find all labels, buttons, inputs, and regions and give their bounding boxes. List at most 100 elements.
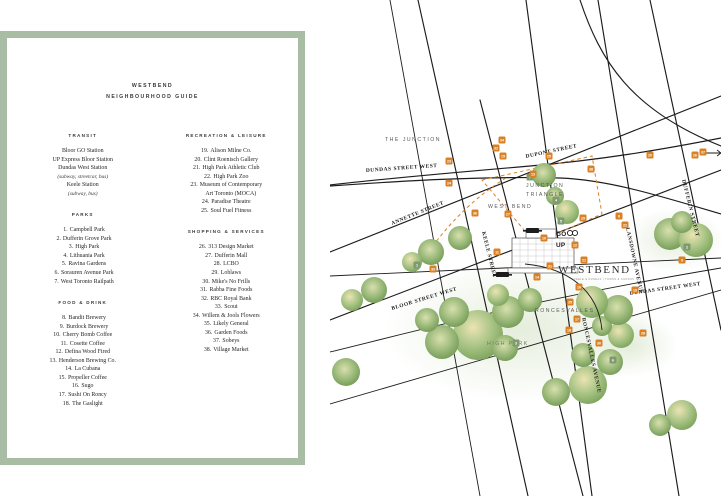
- list-item: 36.Garden Foods: [204, 329, 248, 336]
- map-marker[interactable]: 2: [683, 243, 691, 251]
- map-marker[interactable]: 30: [595, 339, 603, 347]
- list-item: 14.La Cubana: [65, 366, 101, 373]
- svg-text:10: 10: [542, 237, 546, 241]
- label-high-park: HIGH PARK: [487, 341, 529, 347]
- map-marker[interactable]: 24: [445, 179, 453, 187]
- road-dundas-west-north: [330, 137, 721, 186]
- list-item: 10.Cherry Bomb Coffee: [53, 332, 113, 339]
- map-page: GO UP WESTBEND KEELE & DUNDAS | TOWNS & …: [330, 0, 721, 496]
- list-item: 21.High Park Athletic Club: [193, 165, 260, 172]
- map-marker[interactable]: 20: [646, 151, 654, 159]
- list-item: 26.313 Design Market: [198, 244, 254, 251]
- svg-text:4: 4: [555, 199, 557, 203]
- guide-title-line-2: NEIGHBOURHOOD GUIDE: [106, 94, 199, 100]
- list-item: 2.Dufferin Grove Park: [56, 235, 112, 242]
- map-marker[interactable]: 34: [498, 136, 506, 144]
- map-marker[interactable]: 1: [413, 261, 421, 269]
- list-item: 7.West Toronto Railpath: [54, 278, 114, 285]
- section-list: 26.313 Design Market 27.Dufferin Mall 28…: [155, 243, 299, 354]
- svg-text:19: 19: [633, 289, 637, 293]
- section-heading: PARKS: [71, 212, 94, 218]
- svg-text:7: 7: [529, 176, 531, 180]
- label-the-junction: THE JUNCTION: [385, 137, 441, 143]
- map-marker[interactable]: 26: [691, 151, 699, 159]
- map-marker[interactable]: 23: [445, 157, 453, 165]
- map-marker[interactable]: 5: [557, 217, 565, 225]
- svg-text:18: 18: [567, 329, 571, 333]
- map-marker[interactable]: 10: [540, 234, 548, 242]
- section-heading: TRANSIT: [68, 133, 98, 138]
- map-marker[interactable]: 33: [429, 265, 437, 273]
- svg-text:17: 17: [575, 318, 579, 322]
- section-list: 19.Alison Milne Co. 20.Clint Roenisch Ga…: [155, 147, 299, 215]
- map-marker[interactable]: 12: [571, 241, 579, 249]
- svg-text:8: 8: [618, 215, 620, 219]
- map-marker[interactable]: 14: [533, 273, 541, 281]
- map-marker[interactable]: 25: [545, 152, 553, 160]
- section-list: 8.Bandit Brewery 9.Burdock Brewery 10.Ch…: [13, 314, 153, 408]
- map-marker[interactable]: 11: [493, 248, 501, 256]
- map-marker[interactable]: 28: [639, 329, 647, 337]
- list-item: UP Express Bloor Station: [52, 156, 114, 163]
- tree-cluster-east: [576, 286, 633, 325]
- map-marker[interactable]: 31: [546, 262, 554, 270]
- map-marker[interactable]: 21: [580, 256, 588, 264]
- section-shopping-and-services: SHOPPING & SERVICES 26.313 Design Market…: [155, 229, 299, 354]
- guide-title-block: WESTBEND NEIGHBOURHOOD GUIDE: [7, 81, 298, 103]
- label-junction-triangle-1: JUNCTION: [526, 183, 564, 189]
- map-marker[interactable]: 35: [566, 298, 574, 306]
- list-item: 9.Burdock Brewery: [59, 323, 109, 330]
- list-item: 5.Ravina Gardens: [61, 261, 107, 268]
- road-dupont-street: [579, 0, 721, 147]
- map-marker[interactable]: 6: [609, 356, 617, 364]
- map-marker[interactable]: 4: [552, 196, 560, 204]
- map-marker[interactable]: 18: [565, 326, 573, 334]
- list-item: 37.Sobeys: [213, 338, 240, 345]
- svg-text:5: 5: [560, 220, 562, 224]
- map-marker[interactable]: 38: [587, 165, 595, 173]
- map-marker[interactable]: 37: [699, 148, 707, 156]
- map-marker[interactable]: 16: [575, 283, 583, 291]
- map-marker[interactable]: 3: [512, 339, 520, 347]
- svg-text:1: 1: [416, 264, 418, 268]
- list-item: 6.Sorauren Avenue Park: [54, 270, 114, 277]
- list-item: 18.The Gaslight: [62, 400, 103, 407]
- label-roncesvalles: RONCESVALLES: [535, 308, 594, 314]
- svg-text:37: 37: [701, 151, 705, 155]
- street-label-annette-street: ANNETTE STREET: [391, 200, 446, 227]
- map-marker[interactable]: 13: [529, 170, 537, 178]
- svg-text:23: 23: [447, 160, 451, 164]
- map-marker[interactable]: 36: [471, 209, 479, 217]
- go-badge-label: GO: [556, 231, 567, 238]
- svg-text:28: 28: [641, 332, 645, 336]
- list-item: 35.Likely General: [203, 321, 249, 328]
- map-marker[interactable]: 8: [615, 212, 623, 220]
- list-item: 25.Soul Fuel Fitness: [201, 207, 252, 214]
- list-item: 20.Clint Roenisch Gallery: [194, 156, 259, 163]
- section-recreation-and-leisure: RECREATION & LEISURE 19.Alison Milne Co.…: [155, 133, 299, 215]
- list-item: 32.RBC Royal Bank: [200, 295, 252, 302]
- section-food-and-drink: FOOD & DRINK 8.Bandit Brewery 9.Burdock …: [13, 300, 153, 408]
- svg-text:31: 31: [548, 265, 552, 269]
- svg-text:35: 35: [568, 301, 572, 305]
- list-item: 19.Alison Milne Co.: [201, 148, 252, 154]
- map-marker[interactable]: 19: [631, 286, 639, 294]
- svg-text:6: 6: [612, 359, 614, 363]
- svg-text:30: 30: [597, 342, 601, 346]
- road-dufferin-street: [597, 0, 680, 496]
- svg-text:16: 16: [577, 286, 581, 290]
- map-marker[interactable]: 17: [573, 315, 581, 323]
- westbend-building-illustration: [507, 228, 579, 274]
- guide-page-inner: WESTBEND NEIGHBOURHOOD GUIDE TRANSIT Blo…: [7, 38, 298, 458]
- map-marker[interactable]: 22: [621, 221, 629, 229]
- map-marker[interactable]: 32: [492, 144, 500, 152]
- road-west-toronto-rail: [417, 0, 529, 496]
- map-marker[interactable]: 9: [678, 256, 686, 264]
- svg-text:27: 27: [506, 213, 510, 217]
- map-marker[interactable]: 29: [579, 214, 587, 222]
- map-marker[interactable]: 15: [499, 152, 507, 160]
- list-item: Keele Station: [66, 182, 99, 189]
- map-marker[interactable]: 27: [504, 210, 512, 218]
- section-heading: FOOD & DRINK: [58, 300, 108, 306]
- tree-cluster-high-park: [415, 284, 634, 406]
